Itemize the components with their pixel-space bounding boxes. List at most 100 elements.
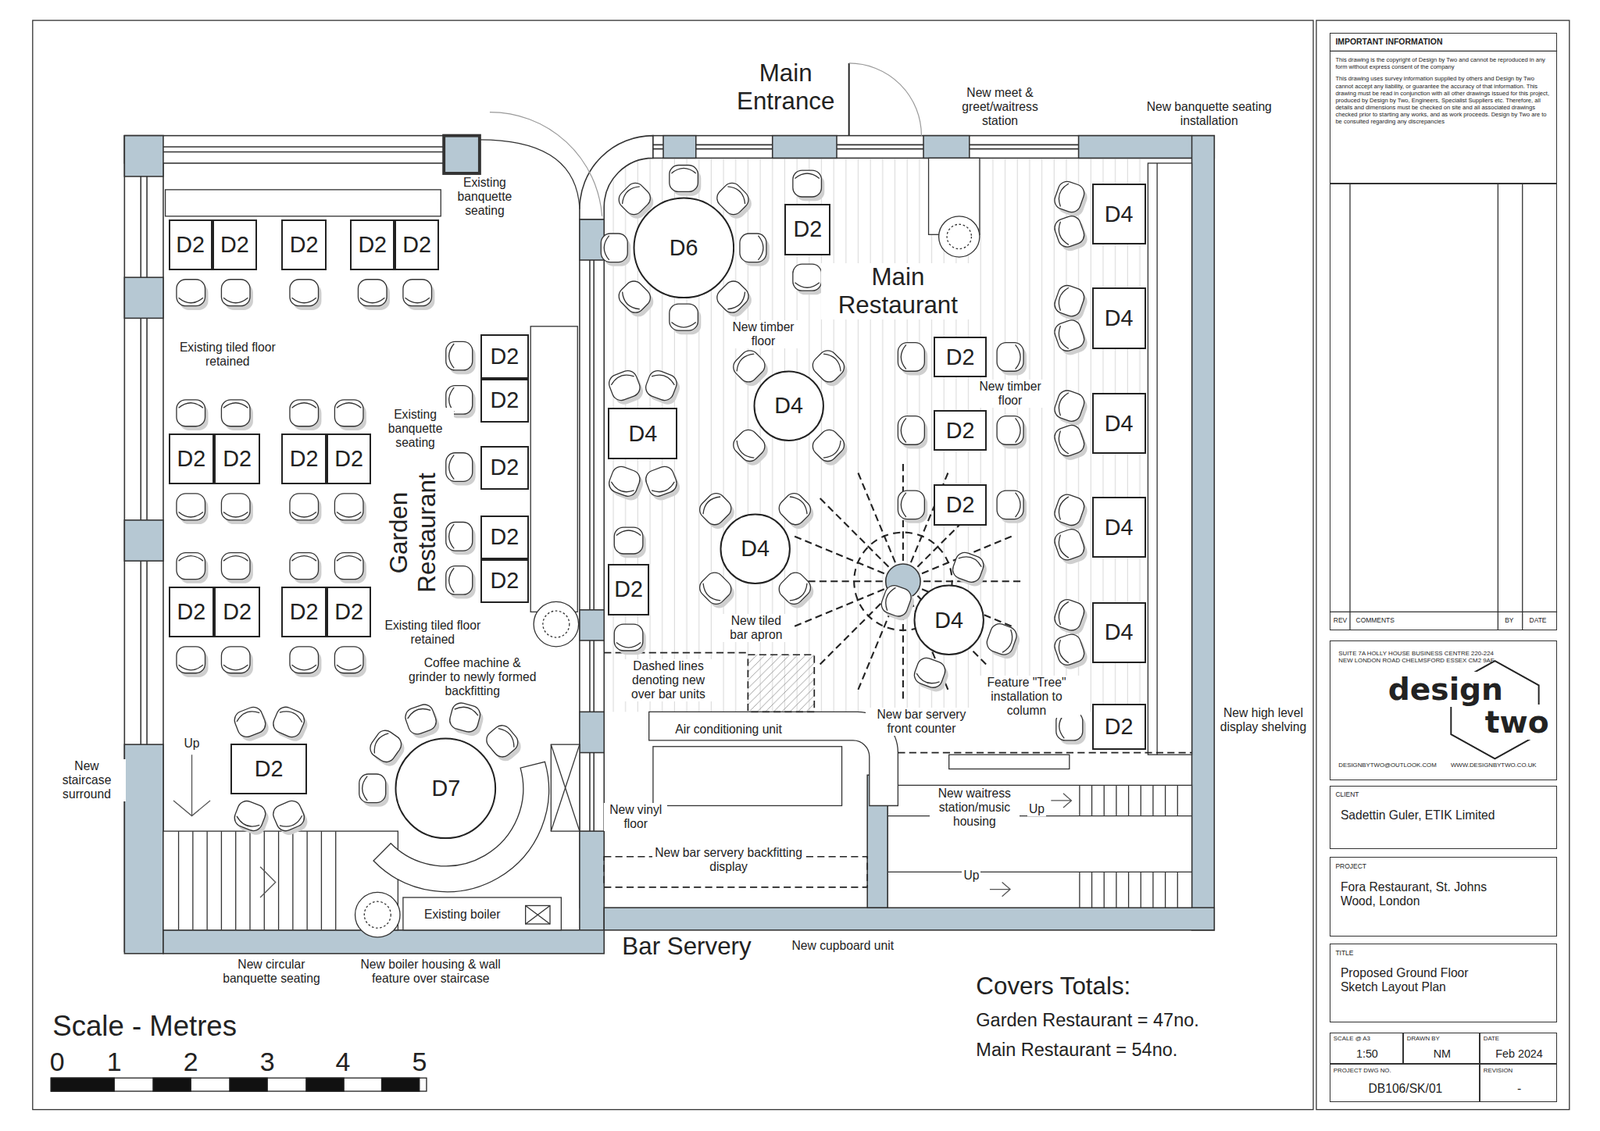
- chair: [606, 464, 643, 500]
- chair: [775, 489, 815, 529]
- info-panel: IMPORTANT INFORMATIONThis drawing is the…: [1329, 32, 1558, 184]
- banquette: [1147, 163, 1192, 755]
- chair: [614, 624, 643, 651]
- chair: [1055, 182, 1069, 208]
- annotation: New timber floor: [727, 320, 799, 349]
- dining-table: D2: [326, 586, 372, 638]
- annotation: Air conditioning unit: [673, 722, 784, 737]
- title-cell: PROJECT DWG NO.DB106/SK/01: [1329, 1064, 1480, 1102]
- chair: [1052, 282, 1087, 319]
- chair: [696, 568, 736, 608]
- chair: [606, 464, 643, 500]
- chair: [447, 700, 483, 734]
- chair: [482, 721, 522, 761]
- round-table: D6: [632, 196, 736, 300]
- table-code: D2: [222, 446, 252, 472]
- wall: [124, 744, 164, 954]
- field-value: SUITE 7A HOLLY HOUSE BUSINESS CENTRE 220…: [1338, 650, 1508, 665]
- chair: [403, 279, 433, 307]
- staircase: [1152, 785, 1154, 816]
- chair: [405, 297, 430, 304]
- annotation: Bar Servery: [620, 932, 753, 961]
- chair: [669, 303, 699, 331]
- wall: [124, 277, 164, 318]
- chair: [223, 556, 248, 562]
- chair: [996, 342, 1024, 372]
- chair: [1015, 417, 1022, 443]
- chair: [482, 721, 522, 761]
- sheet-frame: [32, 20, 1314, 1110]
- wall: [579, 219, 604, 261]
- chair: [882, 585, 897, 611]
- table-code: D2: [177, 446, 207, 472]
- chair: [223, 403, 248, 409]
- staircase: [1091, 785, 1093, 816]
- table-code: D2: [490, 387, 520, 414]
- chair: [403, 702, 440, 737]
- sheet-frame: [1316, 20, 1570, 1110]
- staircase: [1103, 871, 1105, 908]
- chair: [176, 646, 206, 674]
- staircase: [1103, 785, 1105, 816]
- plant: [946, 224, 972, 249]
- chair: [609, 371, 635, 386]
- chair: [757, 235, 764, 261]
- wall: [1192, 135, 1215, 931]
- chair: [1055, 430, 1069, 456]
- feature-tree: [820, 596, 890, 665]
- staircase: [1128, 785, 1129, 816]
- wall: [124, 151, 480, 154]
- staircase: [1177, 785, 1179, 816]
- chair: [900, 492, 907, 518]
- annotation: New bar servery front counter: [865, 707, 979, 736]
- field-heading: DATE: [1483, 1035, 1500, 1043]
- chair: [775, 568, 815, 608]
- table-code: D2: [175, 232, 205, 258]
- staircase: [1128, 871, 1129, 908]
- wall: [443, 135, 480, 174]
- door-swing: [479, 63, 922, 217]
- chair: [911, 655, 948, 690]
- annotation: Existing tiled floor retained: [381, 618, 484, 647]
- chair: [669, 303, 699, 331]
- dining-table: D2: [480, 559, 529, 604]
- table-code: D6: [669, 235, 699, 261]
- staircase: [887, 785, 1192, 908]
- table-outline: [633, 198, 734, 299]
- field-value: Fora Restaurant, St. Johns Wood, London: [1340, 880, 1525, 909]
- chair: [1052, 213, 1087, 250]
- chair: [1052, 178, 1087, 215]
- staircase: [221, 831, 222, 931]
- wall: [124, 146, 480, 148]
- annotation: Garden Restaurant: [385, 460, 442, 604]
- chair: [176, 279, 206, 307]
- staircase: [989, 882, 1011, 897]
- field-heading: TITLE: [1335, 950, 1354, 958]
- staircase: [1115, 871, 1117, 908]
- chair: [449, 343, 455, 368]
- feature-tree: [857, 473, 895, 564]
- field-heading: PROJECT DWG NO.: [1333, 1067, 1392, 1075]
- chair: [729, 426, 769, 466]
- chair: [878, 582, 914, 619]
- chair: [178, 511, 204, 518]
- annotation: Coffee machine & grinder to newly formed…: [406, 656, 540, 699]
- chair: [1055, 221, 1069, 247]
- chair: [1052, 282, 1087, 319]
- boiler-housing: [525, 905, 550, 925]
- chair: [446, 453, 473, 483]
- table-code: D2: [222, 599, 252, 625]
- chair: [603, 235, 610, 261]
- chair: [1052, 388, 1087, 425]
- chair: [235, 816, 261, 830]
- chair: [1015, 492, 1022, 518]
- annotation: New staircase surround: [47, 759, 125, 802]
- chair: [808, 346, 848, 386]
- chair: [334, 400, 364, 427]
- chair: [221, 279, 250, 307]
- chair: [823, 440, 845, 462]
- table-code: D4: [740, 535, 770, 562]
- plant: [355, 892, 400, 937]
- feature-tree: [794, 536, 885, 574]
- chair: [729, 346, 769, 386]
